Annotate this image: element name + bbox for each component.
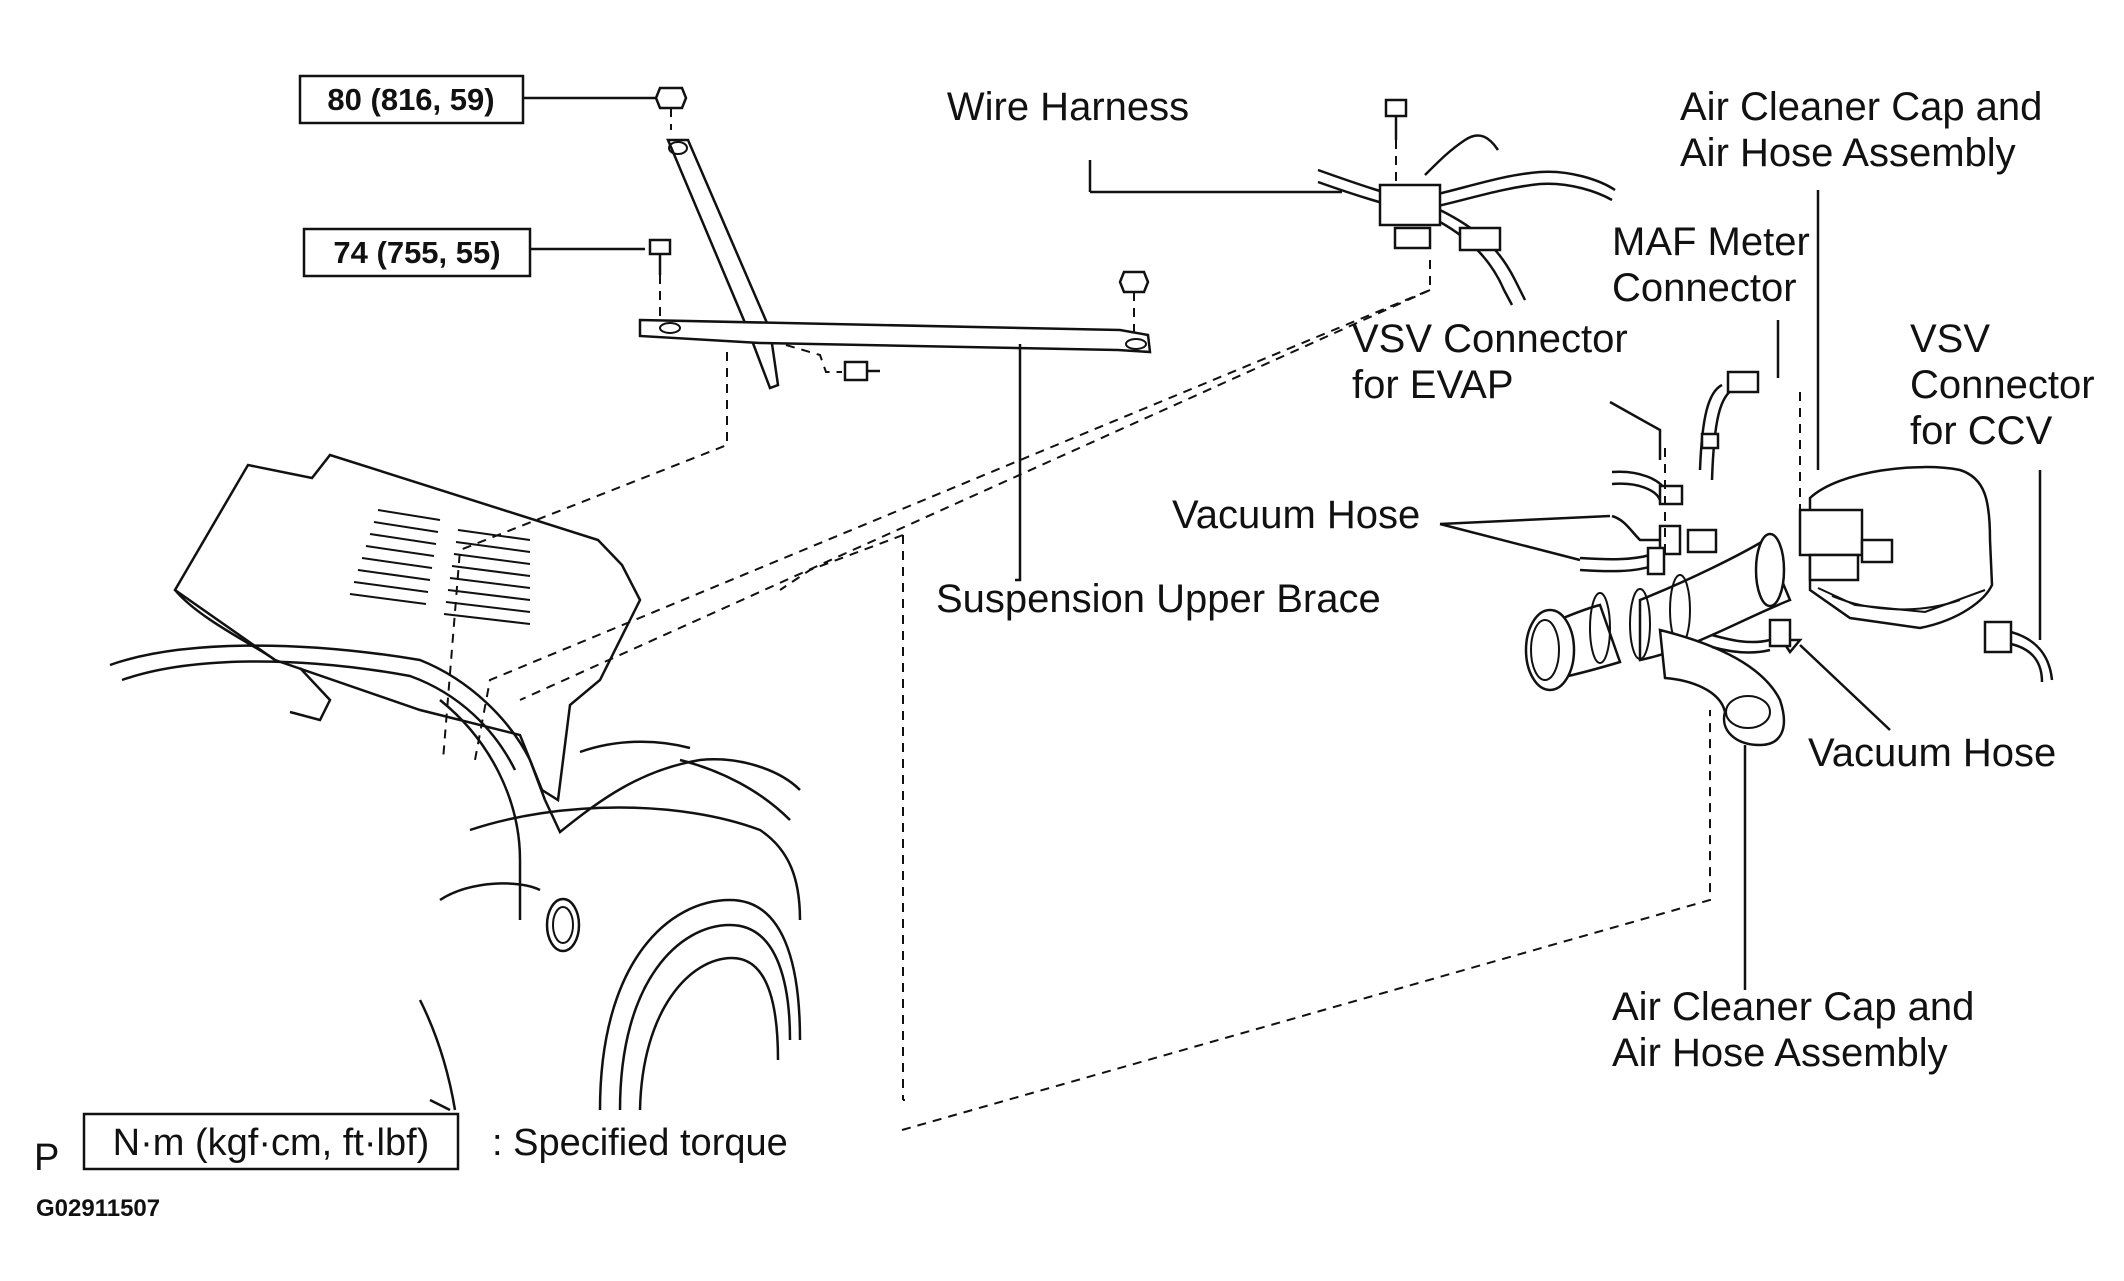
torque-spec-1: 80 (816, 59) bbox=[298, 74, 660, 125]
label-maf-meter-2: Connector bbox=[1612, 266, 1797, 310]
nut-icon bbox=[1118, 270, 1150, 332]
vehicle-body-drawing bbox=[109, 260, 1711, 1131]
label-wire-harness: Wire Harness bbox=[947, 85, 1189, 129]
torque-spec-2-text: 74 (755, 55) bbox=[333, 235, 500, 270]
label-air-cleaner-bottom-2: Air Hose Assembly bbox=[1612, 1031, 1948, 1075]
nut-icon bbox=[654, 86, 688, 130]
torque-legend: P N·m (kgf·cm, ft·lbf) : Specified torqu… bbox=[34, 1112, 788, 1179]
bolt-icon bbox=[648, 238, 672, 318]
bolt-icon bbox=[785, 344, 880, 382]
label-suspension-upper-brace: Suspension Upper Brace bbox=[936, 577, 1381, 621]
air-cleaner-assembly-drawing bbox=[1524, 370, 2054, 747]
label-vsv-ccv-2: Connector bbox=[1910, 363, 2095, 407]
legend-description: : Specified torque bbox=[492, 1122, 788, 1164]
label-vsv-evap-1: VSV Connector bbox=[1352, 317, 1628, 361]
legend-marker: P bbox=[34, 1137, 59, 1179]
label-air-cleaner-top-1: Air Cleaner Cap and bbox=[1680, 85, 2042, 129]
label-vacuum-hose-left: Vacuum Hose bbox=[1172, 493, 1420, 537]
torque-spec-1-text: 80 (816, 59) bbox=[327, 82, 494, 117]
label-air-cleaner-bottom-1: Air Cleaner Cap and bbox=[1612, 985, 1974, 1029]
label-vacuum-hose-right: Vacuum Hose bbox=[1808, 731, 2056, 775]
bolt-icon bbox=[1384, 98, 1408, 188]
torque-spec-2: 74 (755, 55) bbox=[302, 227, 645, 278]
label-vsv-ccv-3: for CCV bbox=[1910, 409, 2053, 453]
label-air-cleaner-top-2: Air Hose Assembly bbox=[1680, 131, 2016, 175]
figure-code: G02911507 bbox=[36, 1195, 160, 1222]
label-vsv-evap-2: for EVAP bbox=[1352, 363, 1514, 407]
legend-unit-box: N·m (kgf·cm, ft·lbf) bbox=[113, 1122, 430, 1164]
leader-lines bbox=[1439, 190, 2042, 990]
wire-harness-drawing bbox=[1088, 98, 1616, 306]
label-vsv-ccv-1: VSV bbox=[1910, 317, 1990, 361]
label-maf-meter-1: MAF Meter bbox=[1612, 220, 1810, 264]
suspension-upper-brace-drawing bbox=[638, 86, 1152, 582]
